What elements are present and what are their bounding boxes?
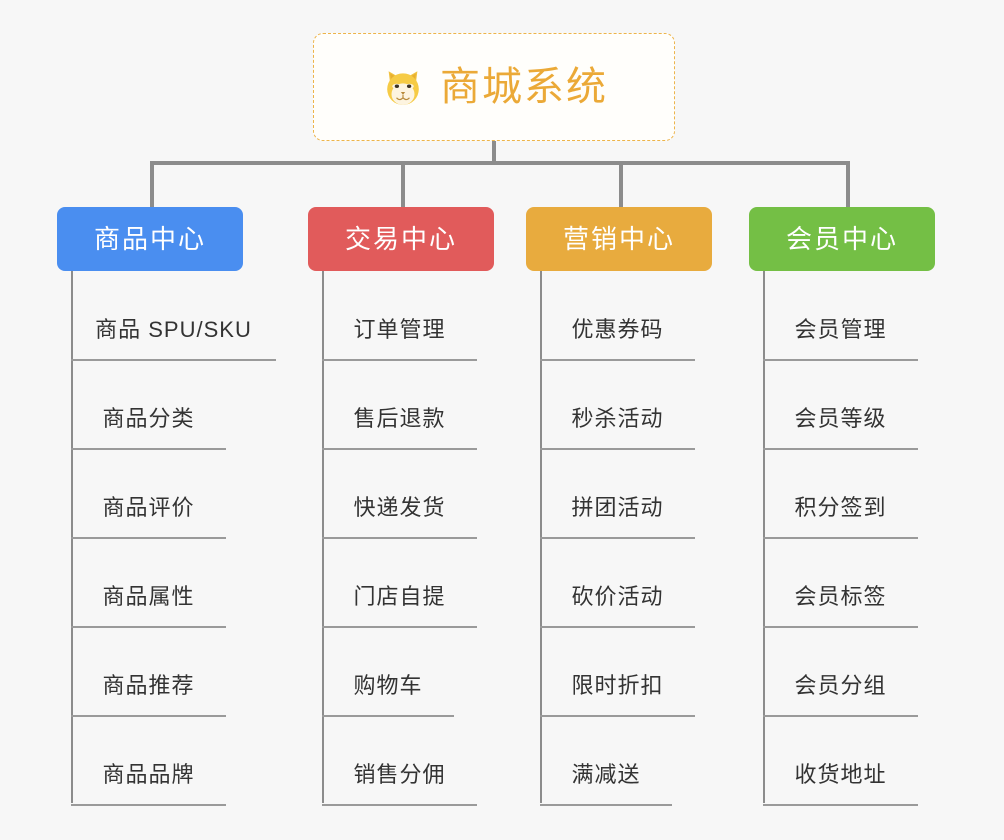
leaf-label: 快递发货 bbox=[353, 495, 446, 520]
leaf-label: 商品评价 bbox=[102, 495, 195, 520]
leaf-item[interactable]: 订单管理 bbox=[322, 305, 477, 361]
leaf-label: 拼团活动 bbox=[571, 495, 664, 520]
leaf-item[interactable]: 会员标签 bbox=[763, 572, 918, 628]
connector-trunk bbox=[492, 141, 496, 163]
leaf-item[interactable]: 会员等级 bbox=[763, 394, 918, 450]
leaf-item[interactable]: 优惠券码 bbox=[540, 305, 695, 361]
leaf-label: 购物车 bbox=[353, 673, 423, 698]
leaf-item[interactable]: 满减送 bbox=[540, 750, 672, 806]
branch-header-1[interactable]: 商品中心 bbox=[57, 207, 243, 271]
leaf-label: 积分签到 bbox=[794, 495, 887, 520]
leaf-item[interactable]: 商品 SPU/SKU bbox=[71, 305, 276, 361]
leaf-item[interactable]: 快递发货 bbox=[322, 483, 477, 539]
leaf-item[interactable]: 售后退款 bbox=[322, 394, 477, 450]
connector-drop-4 bbox=[846, 161, 850, 207]
leaf-item[interactable]: 拼团活动 bbox=[540, 483, 695, 539]
leaf-item[interactable]: 会员分组 bbox=[763, 661, 918, 717]
connector-drop-3 bbox=[619, 161, 623, 207]
branch-header-4[interactable]: 会员中心 bbox=[749, 207, 935, 271]
leaf-label: 订单管理 bbox=[353, 317, 446, 342]
leaf-label: 商品品牌 bbox=[102, 762, 195, 787]
leaf-label: 限时折扣 bbox=[571, 673, 664, 698]
leaf-label: 商品分类 bbox=[102, 406, 195, 431]
root-node[interactable]: 商城系统 bbox=[313, 33, 675, 141]
leaf-item[interactable]: 收货地址 bbox=[763, 750, 918, 806]
leaf-label: 收货地址 bbox=[794, 762, 887, 787]
leaf-item[interactable]: 限时折扣 bbox=[540, 661, 695, 717]
connector-drop-1 bbox=[150, 161, 154, 207]
leaf-item[interactable]: 商品推荐 bbox=[71, 661, 226, 717]
leaf-label: 会员标签 bbox=[794, 584, 887, 609]
branch-header-3[interactable]: 营销中心 bbox=[526, 207, 712, 271]
branch-label-1: 商品中心 bbox=[93, 224, 206, 254]
connector-drop-2 bbox=[401, 161, 405, 207]
leaf-label: 秒杀活动 bbox=[571, 406, 664, 431]
leaf-label: 砍价活动 bbox=[571, 584, 664, 609]
leaf-item[interactable]: 门店自提 bbox=[322, 572, 477, 628]
leaf-item[interactable]: 商品评价 bbox=[71, 483, 226, 539]
leaf-item[interactable]: 商品属性 bbox=[71, 572, 226, 628]
leaf-label: 会员等级 bbox=[794, 406, 887, 431]
leaf-item[interactable]: 会员管理 bbox=[763, 305, 918, 361]
root-title: 商城系统 bbox=[440, 65, 608, 109]
leaf-item[interactable]: 砍价活动 bbox=[540, 572, 695, 628]
leaf-label: 商品 SPU/SKU bbox=[95, 317, 252, 342]
connector-bus bbox=[150, 161, 850, 165]
leaf-item[interactable]: 购物车 bbox=[322, 661, 454, 717]
leaf-label: 优惠券码 bbox=[571, 317, 664, 342]
leaf-label: 会员分组 bbox=[794, 673, 887, 698]
leaf-label: 门店自提 bbox=[353, 584, 446, 609]
leaf-label: 售后退款 bbox=[353, 406, 446, 431]
branch-label-4: 会员中心 bbox=[785, 224, 898, 254]
leaf-label: 满减送 bbox=[571, 762, 641, 787]
leaf-item[interactable]: 销售分佣 bbox=[322, 750, 477, 806]
branch-label-2: 交易中心 bbox=[344, 224, 457, 254]
leaf-item[interactable]: 秒杀活动 bbox=[540, 394, 695, 450]
branch-header-2[interactable]: 交易中心 bbox=[308, 207, 494, 271]
branch-label-3: 营销中心 bbox=[562, 224, 675, 254]
leaf-label: 销售分佣 bbox=[353, 762, 446, 787]
leaf-label: 会员管理 bbox=[794, 317, 887, 342]
leaf-item[interactable]: 商品品牌 bbox=[71, 750, 226, 806]
shiba-dog-icon bbox=[380, 64, 426, 110]
leaf-item[interactable]: 积分签到 bbox=[763, 483, 918, 539]
leaf-label: 商品推荐 bbox=[102, 673, 195, 698]
leaf-item[interactable]: 商品分类 bbox=[71, 394, 226, 450]
leaf-label: 商品属性 bbox=[102, 584, 195, 609]
